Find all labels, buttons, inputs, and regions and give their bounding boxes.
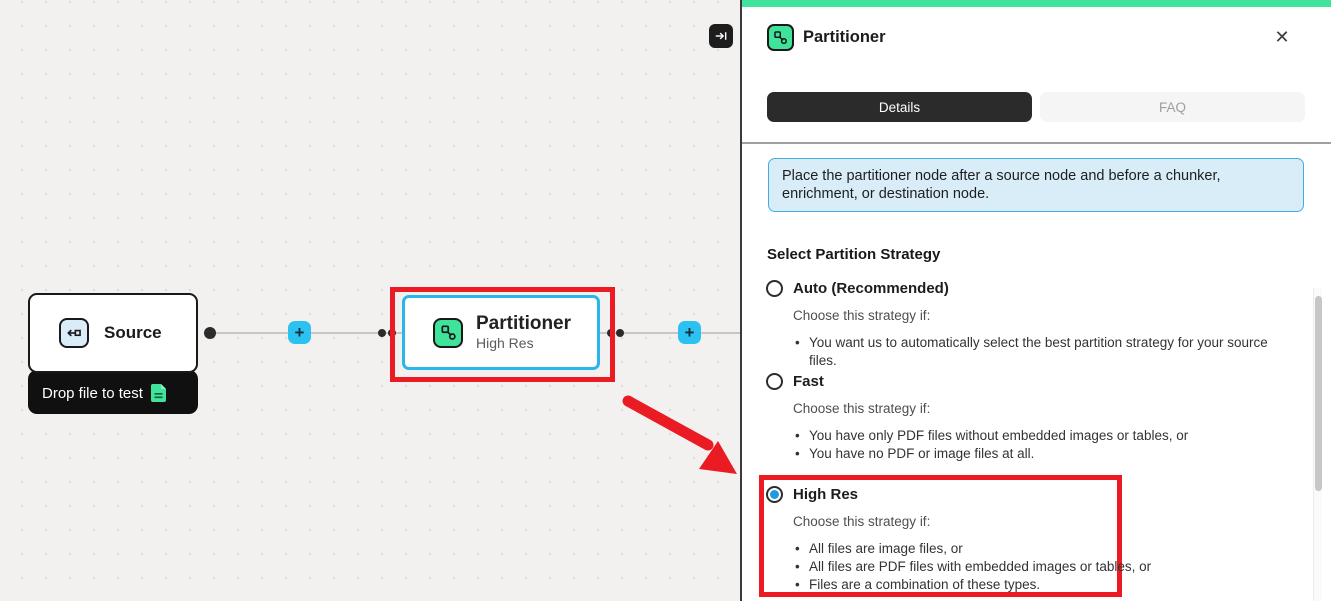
radio-fast[interactable] bbox=[766, 373, 783, 390]
panel-header: Partitioner ✕ bbox=[767, 22, 1311, 52]
tab-details[interactable]: Details bbox=[767, 92, 1032, 122]
option-intro: Choose this strategy if: bbox=[793, 308, 931, 323]
strategy-option-auto: Auto (Recommended) Choose this strategy … bbox=[766, 280, 1292, 370]
add-node-button[interactable]: + bbox=[288, 321, 311, 344]
collapse-panel-button[interactable] bbox=[709, 24, 733, 48]
source-input-icon bbox=[59, 318, 89, 348]
option-bullet: You want us to automatically select the … bbox=[793, 334, 1292, 370]
option-label: High Res bbox=[793, 486, 859, 503]
option-bullet: All files are image files, or bbox=[793, 540, 1292, 558]
partitioner-icon bbox=[767, 23, 794, 51]
option-bullet: You have no PDF or image files at all. bbox=[793, 445, 1292, 463]
scrollbar[interactable] bbox=[1313, 288, 1322, 601]
green-document-icon bbox=[150, 384, 166, 402]
option-label: Auto (Recommended) bbox=[793, 280, 949, 297]
option-label: Fast bbox=[793, 373, 824, 390]
details-content: Place the partitioner node after a sourc… bbox=[742, 144, 1322, 601]
details-panel: Partitioner ✕ Details FAQ Place the part… bbox=[740, 0, 1331, 601]
scrollbar-thumb[interactable] bbox=[1315, 296, 1322, 491]
panel-title: Partitioner bbox=[803, 27, 886, 46]
option-intro: Choose this strategy if: bbox=[793, 401, 931, 416]
source-node-title: Source bbox=[104, 323, 162, 342]
source-node[interactable]: Source bbox=[28, 293, 198, 373]
edge-endpoint-dot bbox=[616, 329, 624, 337]
radio-auto[interactable] bbox=[766, 280, 783, 297]
panel-accent-bar bbox=[742, 0, 1331, 7]
add-node-button[interactable]: + bbox=[678, 321, 701, 344]
collapse-right-icon bbox=[715, 32, 727, 40]
partitioner-icon bbox=[433, 317, 463, 348]
drop-file-label: Drop file to test bbox=[42, 384, 143, 402]
divider bbox=[742, 142, 1331, 144]
option-bullet: All files are PDF files with embedded im… bbox=[793, 558, 1292, 576]
edge-handle-dot[interactable] bbox=[388, 329, 396, 337]
section-title: Select Partition Strategy bbox=[767, 246, 941, 263]
partitioner-node-subtitle: High Res bbox=[476, 335, 534, 351]
option-bullet: You have only PDF files without embedded… bbox=[793, 427, 1292, 445]
drop-file-badge[interactable]: Drop file to test bbox=[28, 370, 198, 414]
tab-faq[interactable]: FAQ bbox=[1040, 92, 1305, 122]
partitioner-node-title: Partitioner bbox=[476, 313, 572, 334]
tab-bar: Details FAQ bbox=[767, 92, 1305, 122]
edge-handle-dot[interactable] bbox=[204, 327, 216, 339]
annotation-arrow bbox=[622, 395, 737, 474]
strategy-option-high-res: High Res Choose this strategy if: All fi… bbox=[766, 486, 1292, 594]
edge-handle-dot[interactable] bbox=[607, 329, 615, 337]
radio-high-res[interactable] bbox=[766, 486, 783, 503]
strategy-option-fast: Fast Choose this strategy if: You have o… bbox=[766, 373, 1292, 463]
option-intro: Choose this strategy if: bbox=[793, 514, 931, 529]
partitioner-node[interactable]: Partitioner High Res bbox=[402, 295, 600, 370]
option-bullet: Files are a combination of these types. bbox=[793, 576, 1292, 594]
pipeline-canvas[interactable]: + + Drop file to test Source bbox=[0, 0, 740, 601]
edge-endpoint-dot bbox=[378, 329, 386, 337]
info-callout: Place the partitioner node after a sourc… bbox=[768, 158, 1304, 212]
close-icon[interactable]: ✕ bbox=[1269, 24, 1295, 50]
